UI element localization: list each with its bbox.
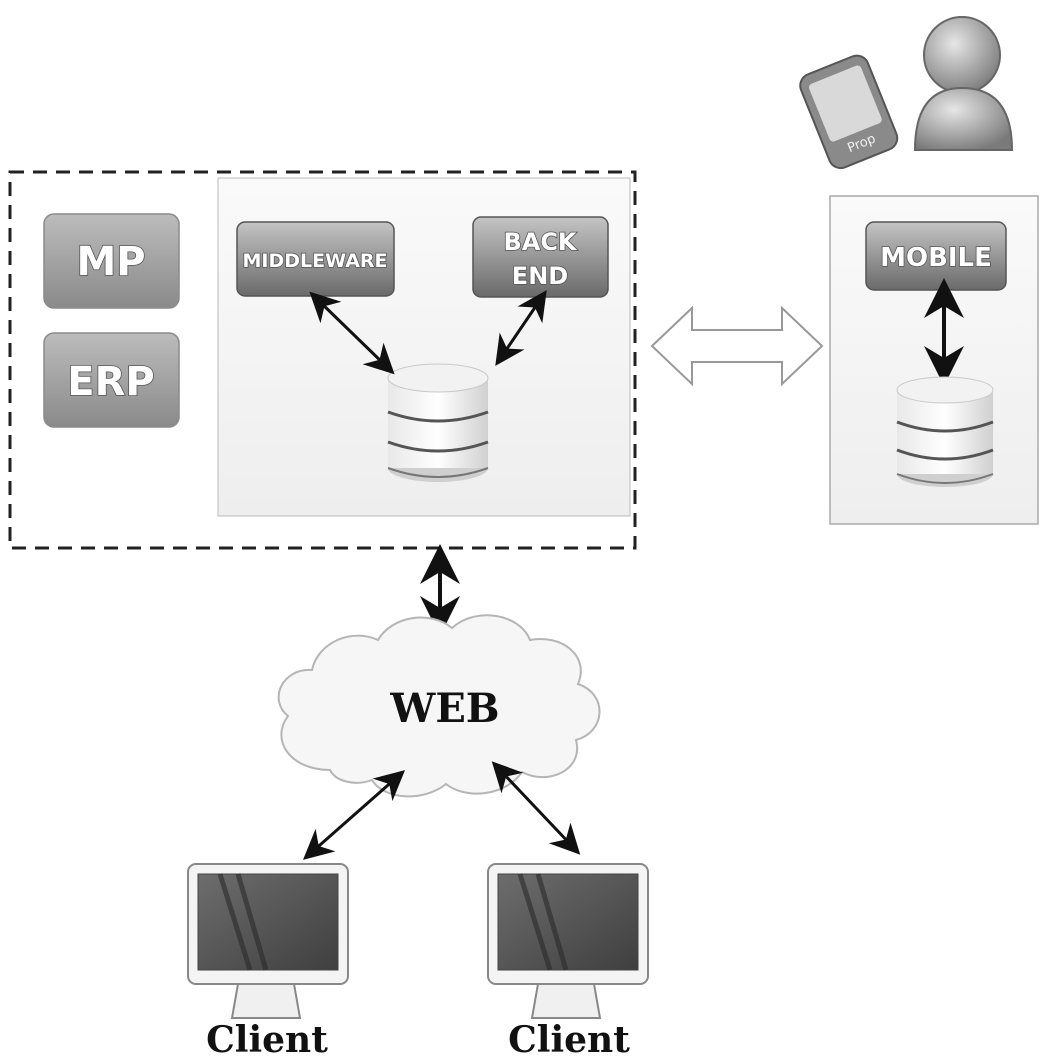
client-monitor-2: Client — [487, 863, 649, 1057]
middleware-box: MIDDLEWARE — [236, 221, 395, 297]
mp-label: MP — [76, 239, 145, 285]
backend-label-line2: END — [512, 262, 568, 290]
backend-label-line1: BACK — [503, 228, 577, 256]
server-enclosure — [8, 170, 637, 550]
mobile-box: MOBILE — [865, 221, 1007, 291]
erp-tile: ERP — [43, 332, 180, 428]
web-label: WEB — [389, 685, 499, 732]
middleware-label: MIDDLEWARE — [242, 250, 387, 272]
client-label: Client — [206, 1019, 328, 1057]
user-icon — [913, 16, 1014, 151]
client-monitor-1: Client — [187, 863, 349, 1057]
sync-double-arrow — [650, 305, 824, 387]
arrow-middleware-db — [309, 291, 395, 375]
mobile-label: MOBILE — [880, 243, 992, 273]
erp-label: ERP — [67, 359, 154, 405]
dashed-border — [8, 170, 637, 550]
mobile-database-icon — [896, 376, 994, 487]
smartphone-icon: Prop — [799, 54, 899, 170]
server-database-icon — [387, 363, 489, 482]
arrow-backend-db — [495, 290, 547, 366]
arrow-web-client-1 — [302, 770, 406, 860]
arrow-web-client-2 — [491, 761, 581, 855]
mp-tile: MP — [43, 213, 180, 309]
backend-box: BACK END — [472, 216, 609, 298]
client-label: Client — [508, 1019, 630, 1057]
web-cloud-icon: WEB — [277, 614, 601, 798]
